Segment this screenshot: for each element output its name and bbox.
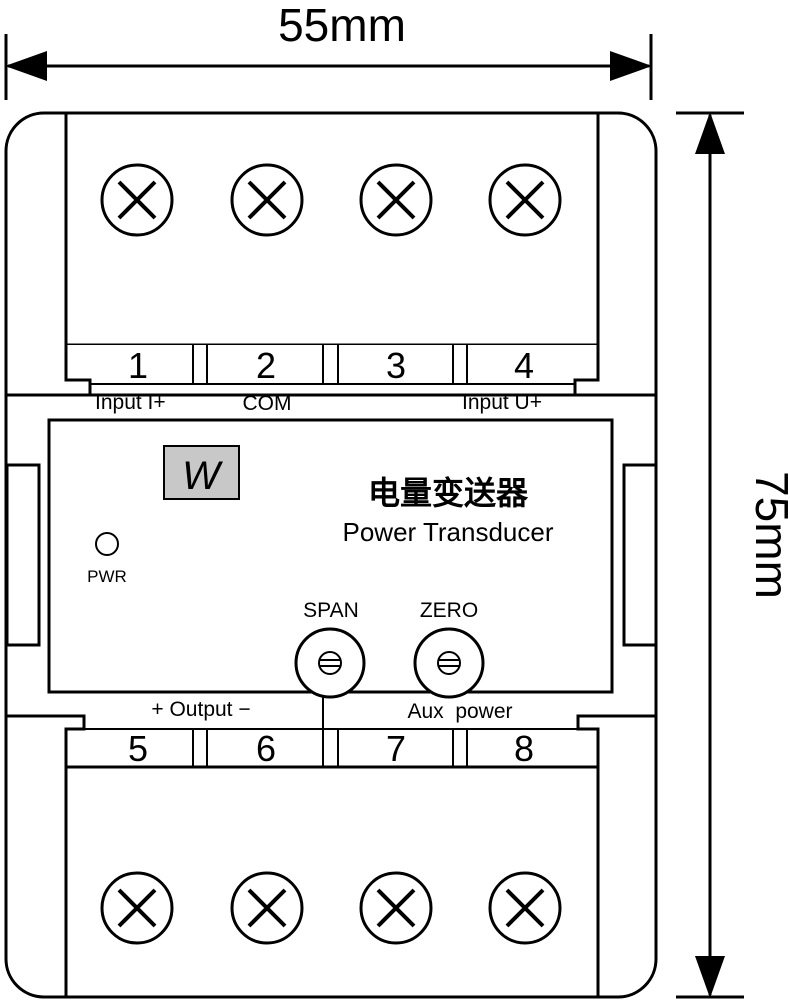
span-potentiometer-icon: [294, 627, 366, 729]
right-din-clip: [622, 463, 658, 647]
span-label: SPAN: [303, 599, 359, 622]
height-dimension: 75mm: [676, 111, 790, 999]
terminal-screw-3: [359, 163, 433, 237]
brand-logo: W: [163, 445, 240, 500]
terminal-number-5: 5: [128, 728, 148, 769]
input-u-label: Input U+: [462, 391, 542, 414]
terminal-number-1: 1: [128, 345, 148, 386]
input-i-label: Input I+: [95, 391, 166, 414]
output-label: + Output −: [151, 698, 250, 721]
width-dimension: 55mm: [4, 0, 653, 100]
power-led-icon: [95, 532, 119, 556]
terminal-screw-5: [100, 871, 174, 945]
terminal-screw-1: [100, 163, 174, 237]
terminal-screw-7: [359, 871, 433, 945]
aux-power-label: Aux power: [407, 700, 512, 723]
top-terminal-block: [6, 111, 656, 397]
product-title-en: Power Transducer: [343, 517, 554, 547]
terminal-number-4: 4: [514, 345, 534, 386]
zero-label: ZERO: [420, 599, 478, 622]
terminal-number-3: 3: [386, 345, 406, 386]
logo-letter: W: [182, 454, 223, 498]
pwr-label: PWR: [87, 567, 127, 586]
left-din-clip: [5, 463, 41, 647]
terminal-screw-6: [230, 871, 304, 945]
terminal-number-2: 2: [256, 345, 276, 386]
terminal-screw-2: [230, 163, 304, 237]
com-label: COM: [243, 392, 292, 415]
width-label: 55mm: [278, 0, 406, 51]
terminal-number-7: 7: [386, 728, 406, 769]
terminal-number-6: 6: [256, 728, 276, 769]
zero-potentiometer-icon: [413, 627, 485, 699]
height-label: 75mm: [746, 471, 790, 599]
product-title-cn: 电量变送器: [368, 474, 529, 512]
terminal-number-8: 8: [514, 728, 534, 769]
terminal-screw-4: [488, 163, 562, 237]
terminal-screw-8: [488, 871, 562, 945]
